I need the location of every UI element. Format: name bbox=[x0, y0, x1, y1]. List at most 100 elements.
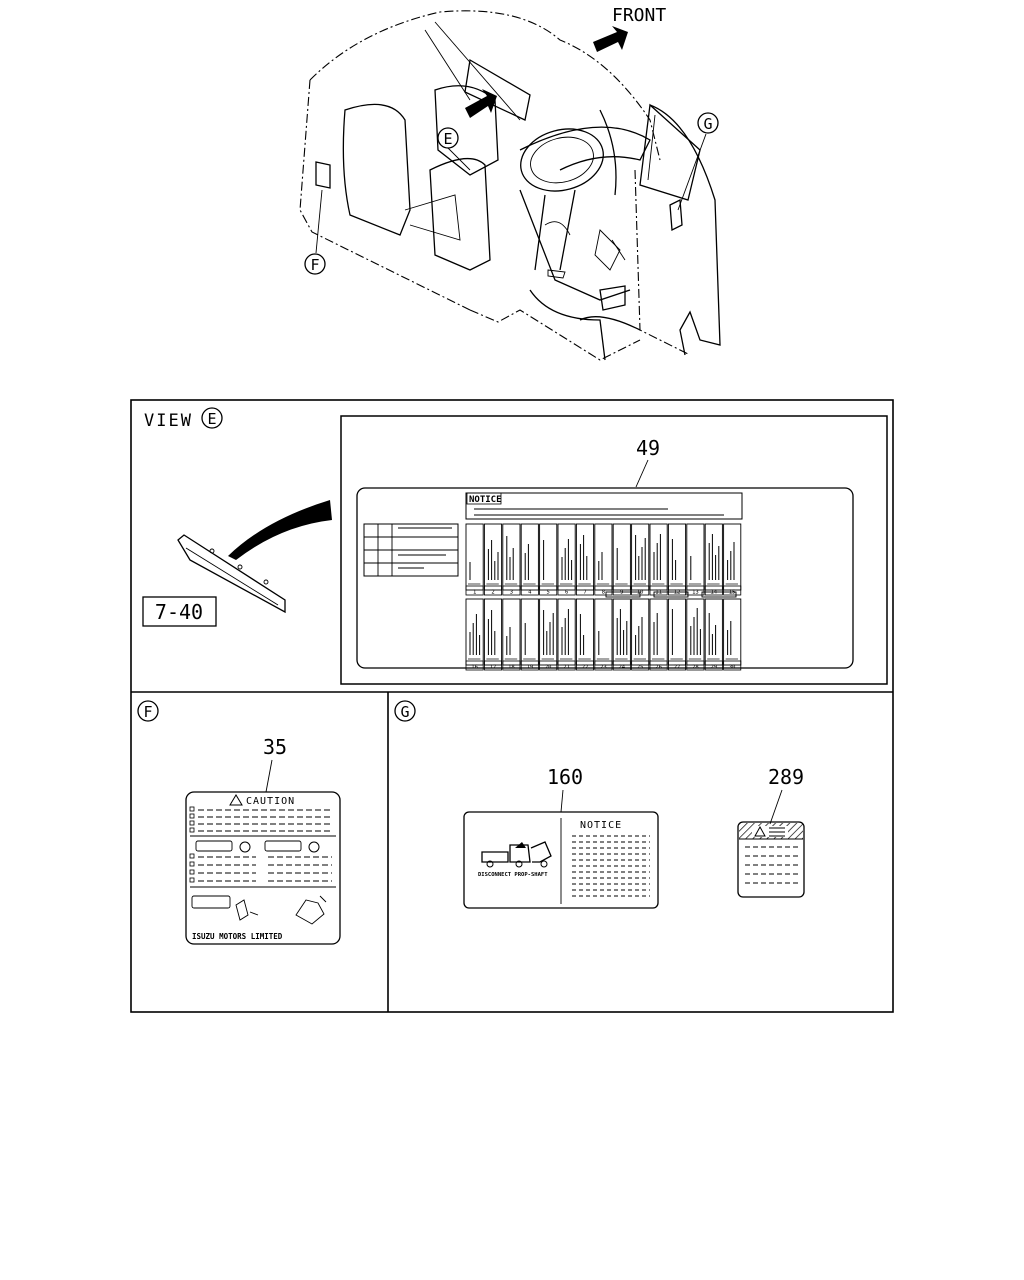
fuse-number: 21 bbox=[563, 665, 570, 671]
manufacturer-label: ISUZU MOTORS LIMITED bbox=[192, 932, 283, 941]
fuse-slot: 7 bbox=[575, 523, 595, 596]
fuse-slot: 22 bbox=[575, 598, 595, 671]
callout-e-top: E bbox=[437, 127, 459, 149]
fuse-slot: 13 bbox=[686, 523, 705, 596]
fuse-number: 16 bbox=[471, 665, 478, 671]
bullet-box bbox=[189, 820, 195, 826]
part-number-160: 160 bbox=[547, 765, 583, 789]
fuse-slot: 6 bbox=[557, 523, 576, 596]
fuse-slot: 19 bbox=[520, 598, 539, 671]
fuse-slot: 14 bbox=[704, 523, 723, 596]
fuse-slot: 28 bbox=[686, 598, 705, 671]
fuse-slot: 1 bbox=[465, 523, 484, 596]
fuse-slot: 3 bbox=[502, 523, 521, 596]
fuse-number: 13 bbox=[692, 590, 699, 596]
fuse-slot: 30 bbox=[723, 598, 742, 671]
part-number-289: 289 bbox=[768, 765, 804, 789]
callout-g-top: G bbox=[697, 112, 719, 134]
fuse-number: 12 bbox=[674, 590, 681, 596]
panel-g: G 160 DISCONNECT PROP-SHAFT NOTICE 289 bbox=[394, 700, 805, 909]
fuse-slot: 25 bbox=[631, 598, 650, 671]
fuse-slot: 10 bbox=[631, 523, 650, 596]
fuse-slot: 24 bbox=[612, 598, 631, 671]
bullet-box bbox=[189, 869, 195, 875]
fuse-slot: 21 bbox=[557, 598, 576, 671]
fuse-number: 9 bbox=[620, 590, 623, 596]
fuse-slot: 5 bbox=[539, 523, 558, 596]
fuse-number: 5 bbox=[547, 590, 550, 596]
fuse-slot: 9 bbox=[612, 523, 631, 596]
fuse-notice-title: NOTICE bbox=[469, 495, 502, 505]
fuse-number: 28 bbox=[692, 665, 699, 671]
caution-title: CAUTION bbox=[246, 796, 295, 807]
fuse-number: 17 bbox=[490, 665, 497, 671]
front-label: FRONT bbox=[612, 5, 666, 26]
fuse-number: 30 bbox=[729, 665, 736, 671]
bullet-box bbox=[189, 827, 195, 833]
pointer-swoosh bbox=[228, 500, 332, 560]
cover-part bbox=[177, 534, 286, 614]
notice-label-160: DISCONNECT PROP-SHAFT NOTICE bbox=[463, 811, 659, 909]
fuse-slot: 20 bbox=[539, 598, 558, 671]
notice-160-title: NOTICE bbox=[580, 820, 622, 831]
fuse-number: 2 bbox=[491, 590, 494, 596]
notice-160-text-lines bbox=[572, 835, 650, 897]
fuse-number: 8 bbox=[602, 590, 605, 596]
fuse-number: 1 bbox=[473, 590, 476, 596]
fuse-number: 15 bbox=[729, 590, 736, 596]
cab-interior-illustration bbox=[299, 10, 721, 361]
fuse-number: 25 bbox=[637, 665, 644, 671]
fuse-slot: 8 bbox=[594, 523, 613, 596]
fuse-slot: 11 bbox=[649, 523, 668, 596]
warning-289-text-lines bbox=[745, 846, 798, 884]
fuse-number: 23 bbox=[600, 665, 607, 671]
bullet-box bbox=[189, 861, 195, 867]
bullet-box bbox=[189, 877, 195, 883]
part-number-49: 49 bbox=[636, 436, 660, 460]
part-number-35: 35 bbox=[263, 735, 287, 759]
panel-f: F 35 CAUTION ISUZU MOTORS LIMITED bbox=[137, 700, 341, 945]
panel-g-letter: G bbox=[400, 703, 409, 721]
ref-box-7-40: 7-40 bbox=[155, 600, 203, 624]
fuse-number: 19 bbox=[526, 665, 533, 671]
fuse-number: 14 bbox=[710, 590, 717, 596]
bullet-box bbox=[189, 806, 195, 812]
warning-label-289 bbox=[737, 821, 805, 898]
disconnect-caption: DISCONNECT PROP-SHAFT bbox=[478, 872, 548, 878]
fuse-slot: 26 bbox=[649, 598, 668, 671]
bullet-box bbox=[189, 853, 195, 859]
view-e-letter: E bbox=[207, 410, 216, 428]
fuse-slot: 12 bbox=[667, 523, 687, 596]
fuse-number: 11 bbox=[655, 590, 662, 596]
fuse-number: 29 bbox=[710, 665, 717, 671]
fuse-slot: 18 bbox=[502, 598, 521, 671]
fuse-number: 6 bbox=[565, 590, 568, 596]
fuse-number: 4 bbox=[528, 590, 532, 596]
detail-frame bbox=[130, 399, 894, 1013]
caution-text-lines bbox=[189, 806, 332, 883]
fuse-row-2: 16 17 18 19 20 21 22 23 24 25 26 27 28 29 30 bbox=[465, 598, 742, 671]
panel-view-e: VIEW E 7-40 49 NOTICE bbox=[142, 407, 888, 685]
fuse-slot: 15 bbox=[723, 523, 742, 596]
fuse-number: 27 bbox=[674, 665, 681, 671]
fuse-number: 26 bbox=[655, 665, 662, 671]
fuse-slot: 23 bbox=[594, 598, 613, 671]
fuse-number: 7 bbox=[583, 590, 586, 596]
view-label: VIEW bbox=[144, 411, 193, 431]
callout-g-letter: G bbox=[703, 115, 712, 133]
callout-e-letter: E bbox=[443, 130, 452, 148]
panel-f-letter: F bbox=[143, 703, 152, 721]
callout-f-top: F bbox=[304, 253, 326, 275]
fuse-slot: 16 bbox=[465, 598, 484, 671]
fuse-number: 22 bbox=[582, 665, 589, 671]
fuse-slot: 29 bbox=[704, 598, 723, 671]
callout-f-letter: F bbox=[310, 256, 319, 274]
fuse-number: 24 bbox=[618, 665, 625, 671]
fuse-slot: 2 bbox=[483, 523, 503, 596]
fuse-slot: 27 bbox=[667, 598, 687, 671]
fuse-number: 18 bbox=[508, 665, 515, 671]
fuse-number: 3 bbox=[510, 590, 513, 596]
caution-label-35: CAUTION ISUZU MOTORS LIMITED bbox=[185, 791, 341, 945]
